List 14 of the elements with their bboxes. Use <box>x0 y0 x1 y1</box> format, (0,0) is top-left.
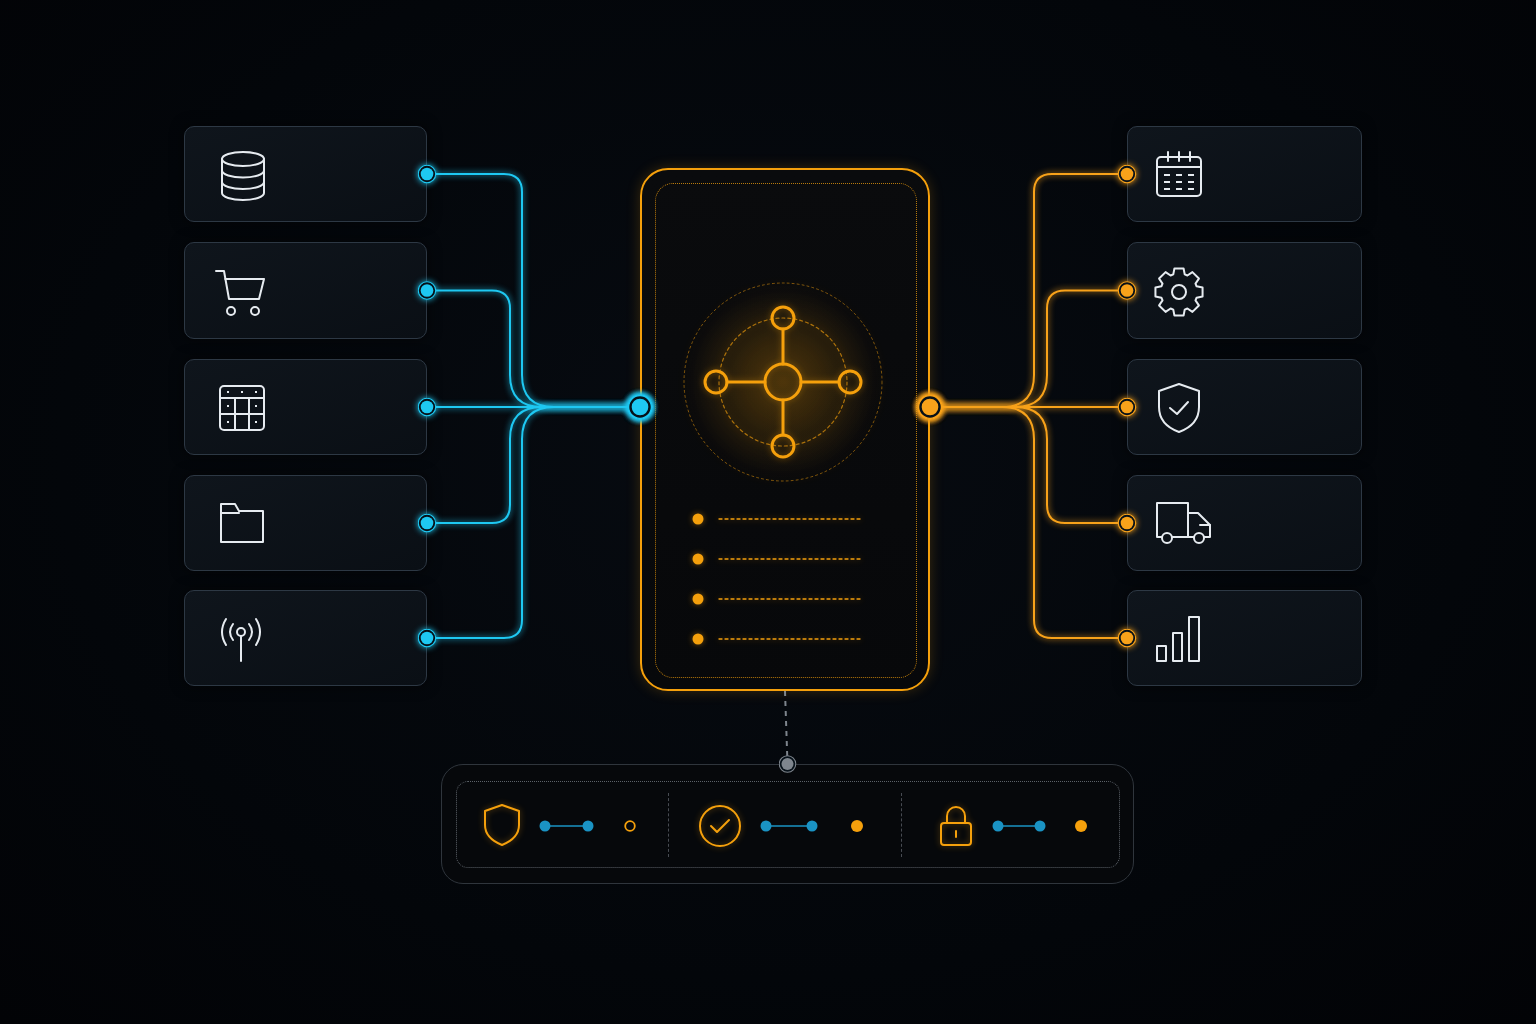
icon-card <box>1127 359 1362 455</box>
icon-card <box>184 590 427 686</box>
icon-card <box>1127 590 1362 686</box>
connector-line <box>917 394 1137 648</box>
icon-card <box>1127 242 1362 339</box>
icon-card <box>184 359 427 455</box>
connector-line <box>417 394 653 648</box>
icon-card <box>1127 475 1362 571</box>
status-panel <box>441 764 1134 884</box>
icon-card <box>184 126 427 222</box>
icon-card <box>184 242 427 339</box>
icon-card <box>1127 126 1362 222</box>
icon-card <box>184 475 427 571</box>
dashed-connector-line <box>778 690 797 773</box>
